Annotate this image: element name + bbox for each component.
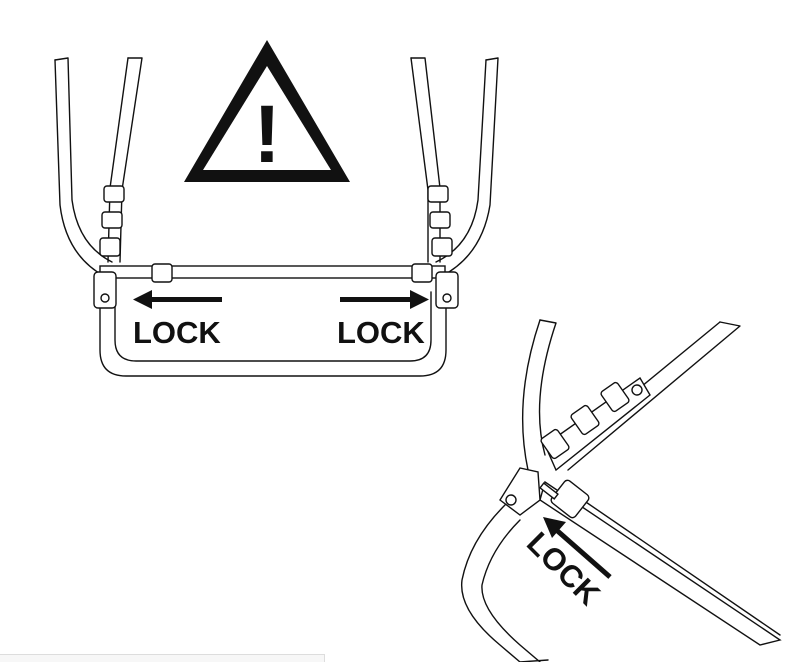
arrow-right-icon — [340, 290, 429, 309]
bottom-panel-edge — [0, 654, 325, 662]
front-view-frame — [54, 57, 499, 377]
arrow-left-icon — [133, 290, 222, 309]
arrow-up-left-icon — [543, 517, 612, 579]
detail-view-frame — [460, 319, 782, 662]
warning-exclamation: ! — [253, 89, 280, 180]
lock-label-left: LOCK — [133, 315, 221, 350]
lock-label-right: LOCK — [337, 315, 425, 350]
warning-triangle-icon: ! — [184, 40, 350, 182]
